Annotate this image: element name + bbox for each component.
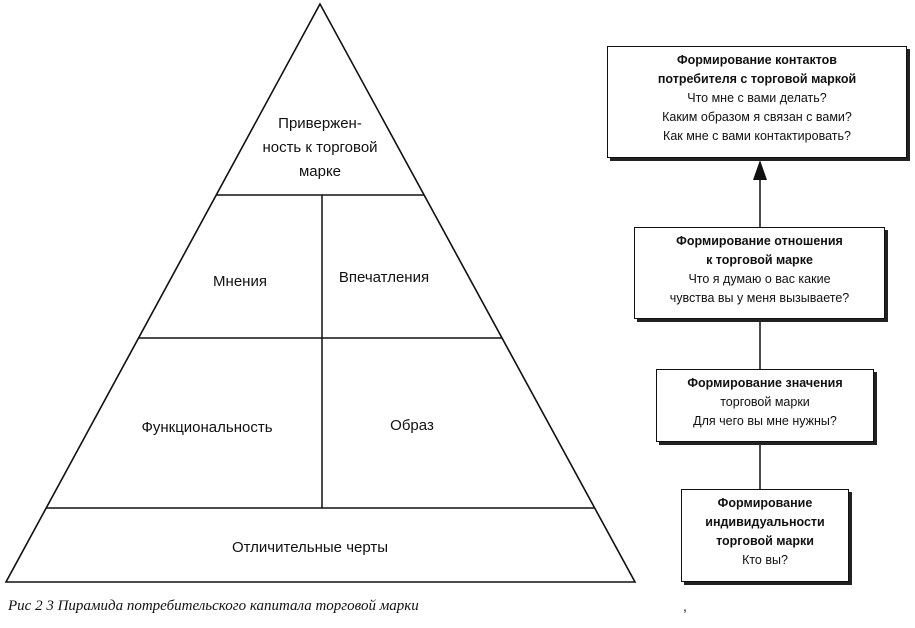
box-contacts-line-1: Что мне с вами делать? [687,91,827,105]
box-identity-title-1: Формирование [717,496,813,510]
pyramid-base-features: Отличительные черты [232,539,388,556]
pyramid-top-line-3: марке [299,163,341,180]
box-meaning-title-1: Формирование значения [687,376,843,390]
box-contacts-line-3: Как мне с вами контактировать? [663,129,851,143]
box-attitude-line-1: Что я думаю о вас какие [688,272,831,286]
pyramid-functionality: Функциональность [141,419,272,436]
figure-caption: Рис 2 3 Пирамида потребительского капита… [8,598,419,614]
pyramid-top-line-1: Привержен- [278,115,362,132]
box-meaning-line-1: торговой марки [720,395,810,409]
box-contacts-title-2: потребителя с торговой маркой [657,72,857,86]
arrow-up-icon [753,160,767,180]
box-contacts-title-1: Формирование контактов [677,53,837,67]
box-meaning-line-2: Для чего вы мне нужны? [693,414,837,428]
box-identity-line-1: Кто вы? [742,553,788,567]
box-identity-title-3: торговой марки [716,534,814,548]
pyramid-opinions: Мнения [213,273,267,290]
pyramid-image: Образ [390,417,434,434]
box-brand-contacts: Формирование контактов потребителя с тор… [607,46,907,158]
box-brand-identity: Формирование индивидуальности торговой м… [681,489,849,582]
box-attitude-line-2: чувства вы у меня вызываете? [669,291,850,305]
pyramid-outline [4,2,637,583]
box-attitude-title-2: к торговой марке [706,253,813,267]
box-brand-attitude: Формирование отношения к торговой марке … [634,227,885,319]
box-brand-meaning: Формирование значения торговой марки Для… [656,369,874,442]
pyramid-impressions: Впечатления [339,269,429,286]
caption-mark: , [683,598,687,614]
pyramid-top-line-2: ность к торговой [262,139,377,156]
box-contacts-line-2: Каким образом я связан с вами? [662,110,852,124]
box-attitude-title-1: Формирование отношения [676,234,843,248]
box-identity-title-2: индивидуальности [705,515,825,529]
